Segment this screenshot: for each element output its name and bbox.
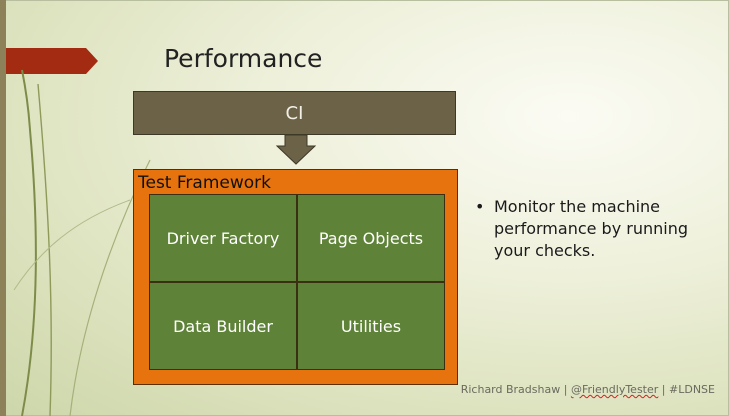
component-utilities: Utilities [298,283,444,369]
bullet-text: Monitor the machine performance by runni… [494,197,689,260]
left-edge-bar [0,0,6,416]
footer-handle: @FriendlyTester [570,383,659,396]
down-arrow-icon [276,135,316,165]
component-grid: Driver Factory Page Objects Data Builder… [149,194,445,370]
component-label: Driver Factory [166,228,280,248]
bullet-dot-icon: • [475,197,485,216]
footer-separator: | [563,383,568,396]
ci-label: CI [285,102,304,124]
slide-footer: Richard Bradshaw | @FriendlyTester | #LD… [461,383,715,396]
component-page-objects: Page Objects [298,195,444,281]
component-label: Page Objects [318,228,424,248]
curve-line-4 [13,199,131,291]
ci-box: CI [133,91,456,135]
test-framework-label: Test Framework [138,173,271,193]
component-label: Data Builder [173,316,273,336]
component-label: Utilities [340,316,402,336]
component-data-builder: Data Builder [150,283,296,369]
test-framework-box: Test Framework Driver Factory Page Objec… [133,169,458,385]
footer-author: Richard Bradshaw [460,383,561,396]
slide-title: Performance [164,44,323,73]
curve-line-2 [37,83,52,416]
component-driver-factory: Driver Factory [150,195,296,281]
footer-separator: | [661,383,666,396]
title-tab-marker [6,48,98,74]
bullet-list: • Monitor the machine performance by run… [475,196,715,262]
curve-line-1 [21,69,37,416]
bullet-item: • Monitor the machine performance by run… [475,196,715,262]
footer-hashtag: #LDNSE [669,383,715,396]
